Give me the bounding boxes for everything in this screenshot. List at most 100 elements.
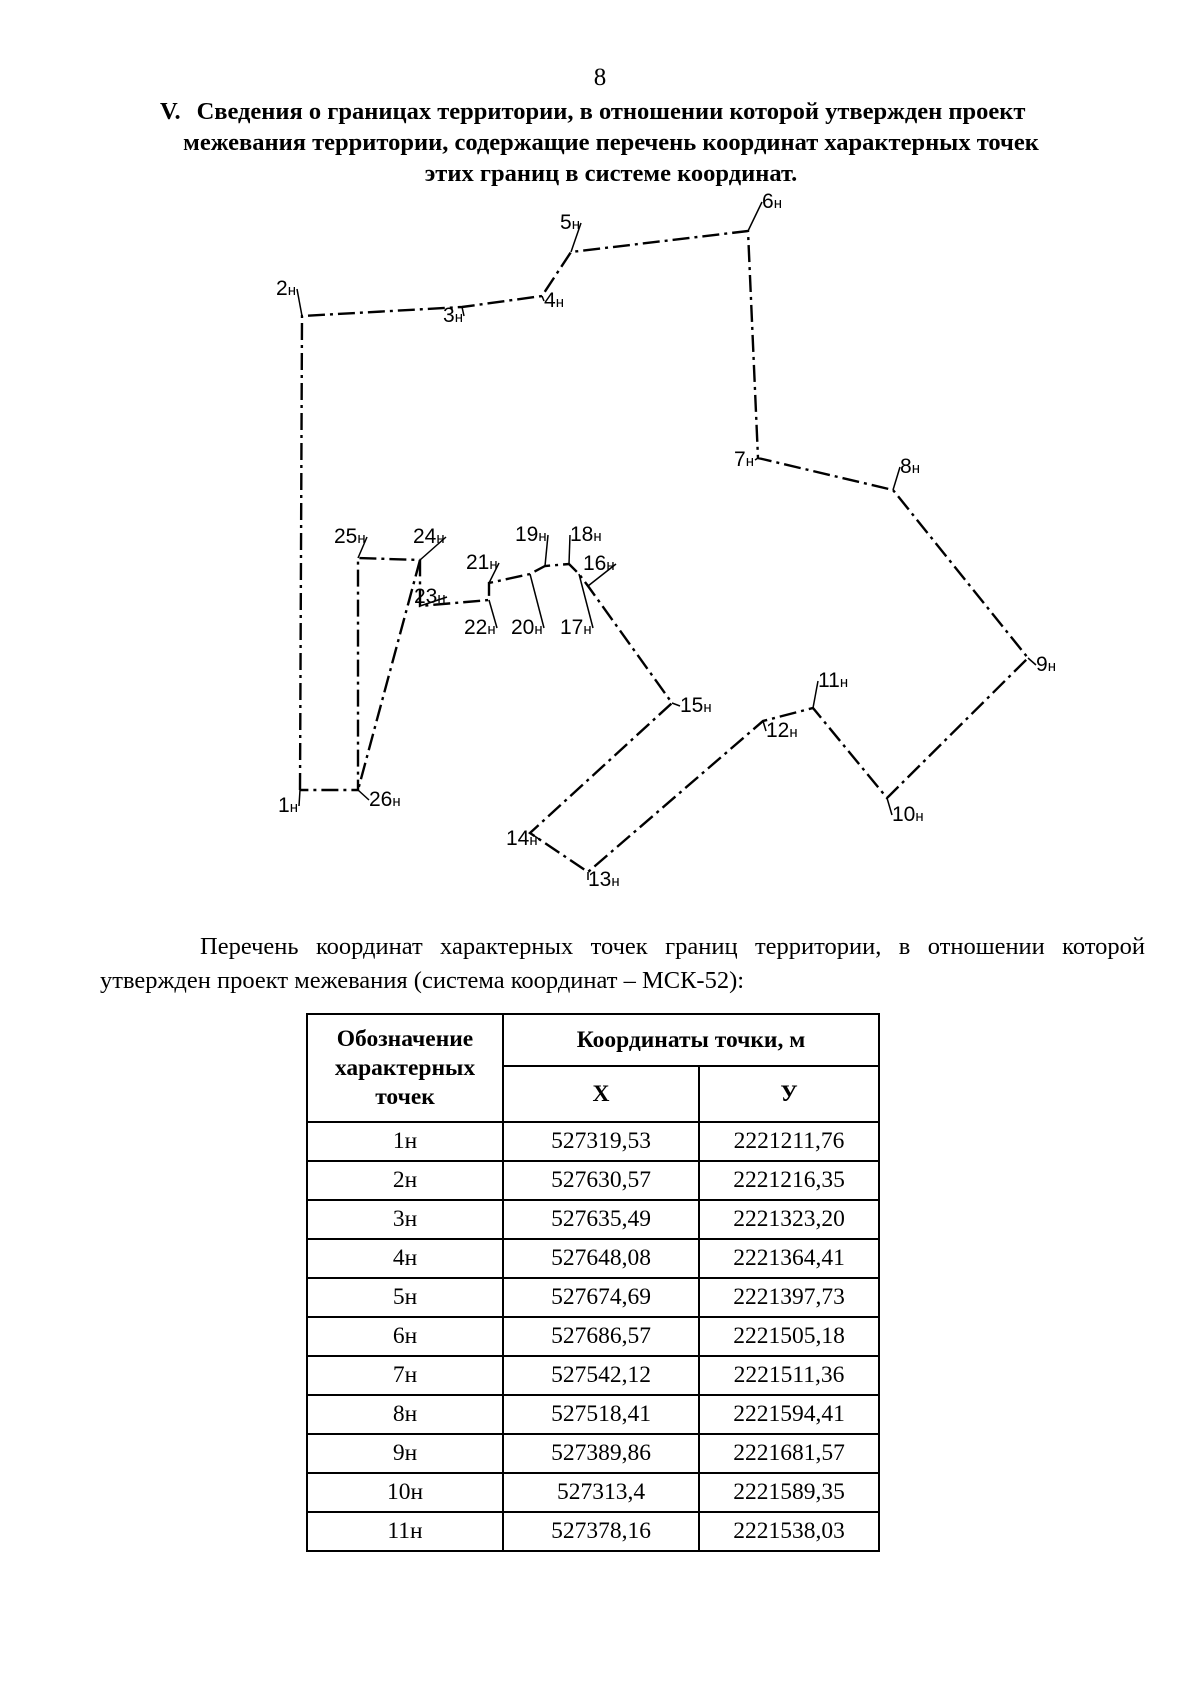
- leader-line-16н: [587, 563, 617, 587]
- cell-x: 527648,08: [502, 1238, 700, 1279]
- cell-x: 527313,4: [502, 1472, 700, 1513]
- vertex-label-3н: 3н: [443, 304, 463, 327]
- leader-line-19н: [544, 534, 549, 567]
- vertex-label-20н: 20н: [511, 616, 543, 639]
- cell-x: 527378,16: [502, 1511, 700, 1552]
- header-point-designation: Обозначение характерных точек: [306, 1013, 504, 1123]
- leader-line-6н: [747, 201, 763, 232]
- cell-point: 4н: [306, 1238, 504, 1279]
- cell-y: 2221505,18: [698, 1316, 880, 1357]
- leader-line-1н: [298, 789, 301, 807]
- table-header-row-2: Х У: [307, 1065, 880, 1123]
- vertex-label-23н: 23н: [414, 585, 446, 608]
- leader-line-26н: [357, 789, 370, 801]
- vertex-label-17н: 17н: [560, 616, 592, 639]
- boundary-polyline-group: [298, 229, 1030, 874]
- section-number: V.: [160, 98, 181, 125]
- cell-y: 2221681,57: [698, 1433, 880, 1474]
- section-heading-text: Сведения о границах территории, в отноше…: [183, 98, 1039, 187]
- cell-x: 527635,49: [502, 1199, 700, 1240]
- vertex-label-18н: 18н: [570, 523, 602, 546]
- cell-x: 527319,53: [502, 1121, 700, 1162]
- cell-y: 2221216,35: [698, 1160, 880, 1201]
- leader-line-11н: [812, 680, 819, 709]
- vertex-label-1н: 1н: [278, 794, 298, 817]
- vertex-label-19н: 19н: [515, 523, 547, 546]
- vertex-label-14н: 14н: [506, 827, 538, 850]
- table-caption: Перечень координат характерных точек гра…: [100, 933, 1145, 994]
- cell-point: 3н: [306, 1199, 504, 1240]
- boundary-path: [298, 229, 1030, 874]
- label-leader-lines: [296, 201, 1037, 880]
- vertex-label-26н: 26н: [369, 788, 401, 811]
- vertex-label-22н: 22н: [464, 616, 496, 639]
- vertex-label-11н: 11н: [818, 669, 848, 692]
- cell-y: 2221594,41: [698, 1394, 880, 1435]
- vertex-label-25н: 25н: [334, 525, 366, 548]
- leader-line-23н: [419, 596, 448, 607]
- vertex-label-7н: 7н: [734, 448, 754, 471]
- cell-point: 5н: [306, 1277, 504, 1318]
- leader-line-12н: [762, 720, 767, 732]
- cell-y: 2221364,41: [698, 1238, 880, 1279]
- vertex-label-10н: 10н: [892, 803, 924, 826]
- cell-y: 2221397,73: [698, 1277, 880, 1318]
- cell-x: 527542,12: [502, 1355, 700, 1396]
- leader-line-15н: [671, 702, 681, 707]
- cell-point: 2н: [306, 1160, 504, 1201]
- cell-x: 527630,57: [502, 1160, 700, 1201]
- vertex-label-15н: 15н: [680, 694, 712, 717]
- vertex-label-4н: 4н: [544, 289, 564, 312]
- vertex-label-5н: 5н: [560, 211, 580, 234]
- cell-y: 2221323,20: [698, 1199, 880, 1240]
- table-header-row-1: Обозначение характерных точек Координаты…: [306, 1013, 880, 1123]
- vertex-label-24н: 24н: [413, 525, 445, 548]
- cell-x: 527674,69: [502, 1277, 700, 1318]
- header-y: У: [698, 1065, 880, 1123]
- vertex-label-16н: 16н: [583, 552, 615, 575]
- cell-y: 2221538,03: [698, 1511, 880, 1552]
- leader-line-21н: [488, 562, 500, 584]
- vertex-label-2н: 2н: [276, 277, 296, 300]
- header-coordinates-group: Координаты точки, м: [502, 1013, 880, 1067]
- leader-line-7н: [754, 457, 759, 461]
- cell-y: 2221511,36: [698, 1355, 880, 1396]
- leader-line-8н: [892, 466, 901, 491]
- vertex-label-6н: 6н: [762, 190, 782, 213]
- vertex-label-13н: 13н: [588, 868, 620, 891]
- leader-line-24н: [419, 536, 447, 561]
- cell-point: 11н: [306, 1511, 504, 1552]
- leader-line-25н: [357, 536, 368, 559]
- cell-point: 9н: [306, 1433, 504, 1474]
- cell-point: 1н: [306, 1121, 504, 1162]
- coordinates-table-head: Обозначение характерных точек Координаты…: [306, 1013, 880, 1123]
- leader-line-2н: [296, 288, 303, 317]
- leader-line-5н: [570, 222, 582, 253]
- leader-line-10н: [886, 797, 893, 816]
- vertex-label-8н: 8н: [900, 455, 920, 478]
- coordinates-table: Обозначение характерных точек Координаты…: [306, 1013, 880, 1552]
- leader-line-20н: [529, 573, 545, 629]
- cell-y: 2221589,35: [698, 1472, 880, 1513]
- cell-point: 8н: [306, 1394, 504, 1435]
- section-heading: V. Сведения о границах территории, в отн…: [160, 96, 1040, 189]
- vertex-label-9н: 9н: [1036, 653, 1056, 676]
- leader-line-4н: [541, 295, 545, 302]
- leader-line-9н: [1027, 657, 1037, 666]
- leader-line-17н: [578, 573, 594, 629]
